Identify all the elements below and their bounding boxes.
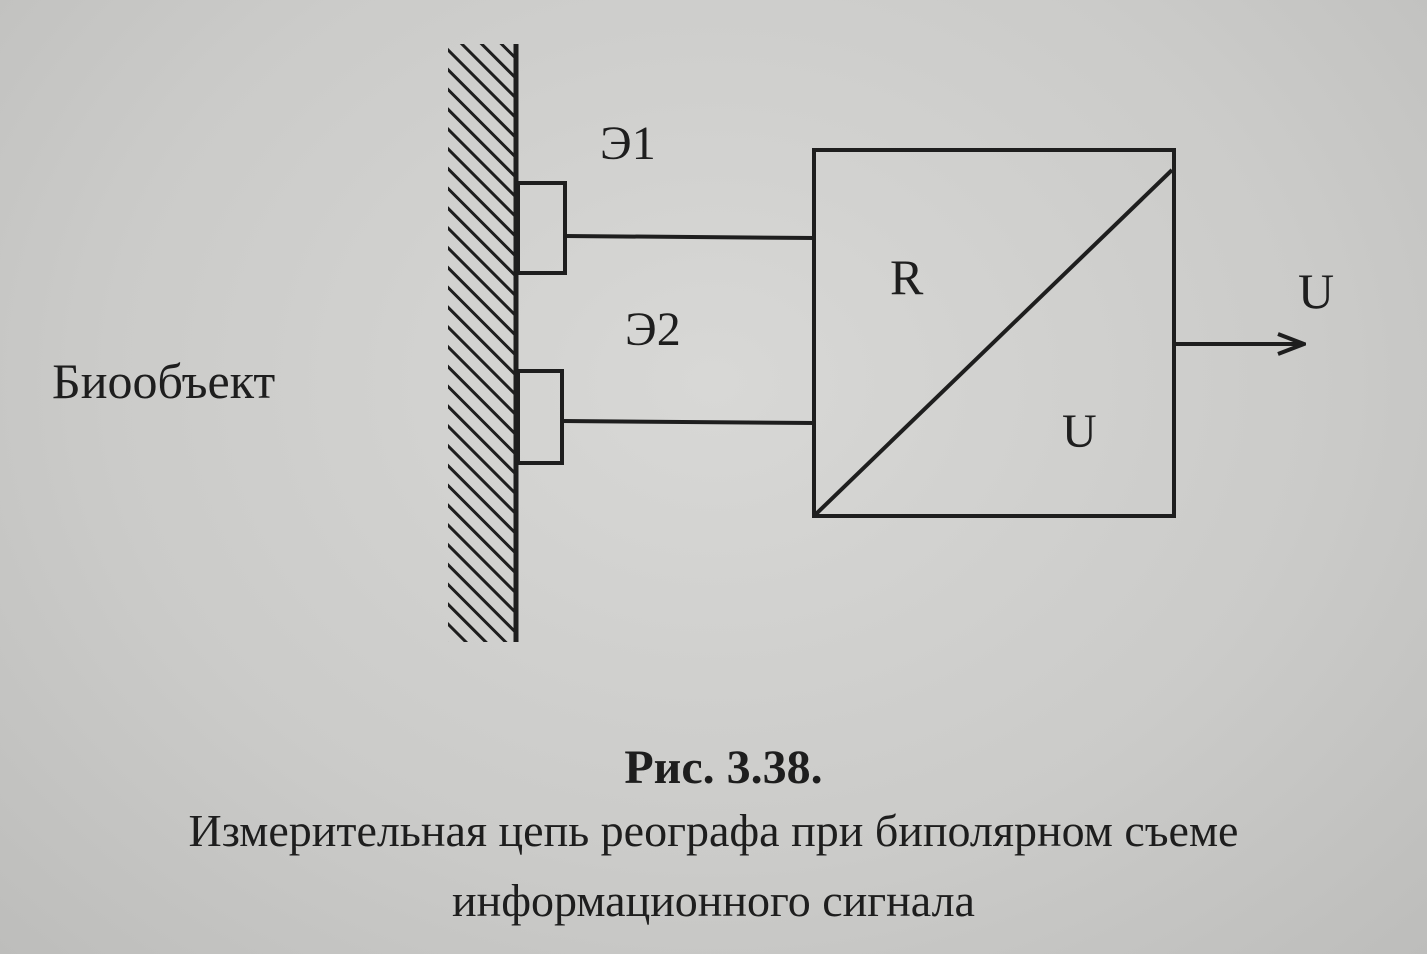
figure-number: Рис. 3.38. xyxy=(624,741,823,794)
electrode-2-wire xyxy=(561,419,815,425)
electrode-2 xyxy=(516,369,564,465)
electrode-2-label: Э2 xyxy=(625,303,681,356)
converter-diagonal xyxy=(814,168,1174,516)
electrode-1 xyxy=(516,181,567,275)
electrode-1-wire xyxy=(564,234,815,240)
electrode-1-label: Э1 xyxy=(600,117,656,170)
converter-output-label: U xyxy=(1062,405,1097,458)
bio-object-wall xyxy=(448,44,519,642)
converter-input-label: R xyxy=(890,249,924,305)
output-signal-label: U xyxy=(1298,263,1335,319)
bio-object-label: Биообъект xyxy=(52,353,276,409)
figure-caption-line-1: Измерительная цепь реографа при биполярн… xyxy=(188,805,1239,856)
resistance-voltage-converter xyxy=(812,148,1176,518)
figure-caption-line-2: информационного сигнала xyxy=(452,875,975,926)
